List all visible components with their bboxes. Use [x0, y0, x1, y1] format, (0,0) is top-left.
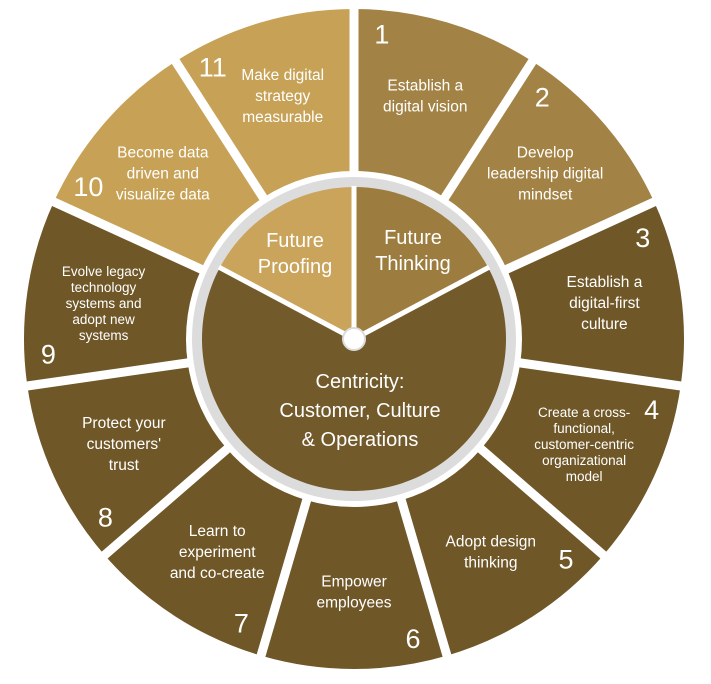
future-thinking-sector	[354, 187, 489, 339]
segment-divider	[100, 444, 232, 560]
segment-8-shape	[27, 362, 228, 556]
segment-6-number: 6	[406, 624, 421, 654]
segment-divider	[439, 57, 538, 202]
segment-divider	[24, 358, 191, 391]
segment-3-shape	[506, 201, 684, 386]
segment-4-shape	[480, 362, 681, 556]
segment-1-shape	[354, 9, 533, 198]
segment-1-number: 1	[374, 19, 389, 49]
segment-2-number: 2	[535, 83, 550, 113]
segment-7-shape	[104, 449, 307, 656]
inner-divider	[352, 264, 491, 342]
segment-6-shape	[261, 500, 447, 669]
segment-5-shape	[401, 449, 604, 656]
segment-9-number: 9	[41, 340, 56, 370]
segment-5-number: 5	[558, 545, 573, 575]
segment-divider	[50, 196, 205, 275]
segment-11-shape	[175, 9, 354, 198]
segment-divider	[256, 497, 312, 659]
segment-7-number: 7	[234, 609, 249, 639]
segment-divider	[396, 497, 452, 659]
segment-divider	[476, 444, 608, 560]
segment-10-shape	[53, 61, 264, 270]
segment-9-shape	[23, 201, 202, 386]
segment-divider	[170, 57, 269, 202]
segment-8-number: 8	[98, 502, 113, 532]
segment-4-label: Create a cross-functional,customer-centr…	[534, 405, 634, 484]
segment-11-number: 11	[199, 53, 227, 83]
inner-sectors	[201, 186, 507, 491]
segment-10-number: 10	[73, 172, 103, 202]
segment-2-shape	[444, 61, 655, 270]
segment-divider	[517, 358, 684, 391]
segment-divider	[503, 196, 658, 275]
inner-divider	[217, 264, 356, 342]
centricity-sector	[201, 267, 507, 491]
segment-4-number: 4	[644, 395, 659, 425]
segment-3-number: 3	[635, 223, 650, 253]
centricity-label: Centricity:Customer, Culture& Operations	[279, 371, 440, 451]
segment-4: 4 Create a cross-functional,customer-cent…	[480, 362, 681, 556]
future-proofing-sector	[219, 187, 354, 339]
center-hub	[342, 327, 366, 351]
